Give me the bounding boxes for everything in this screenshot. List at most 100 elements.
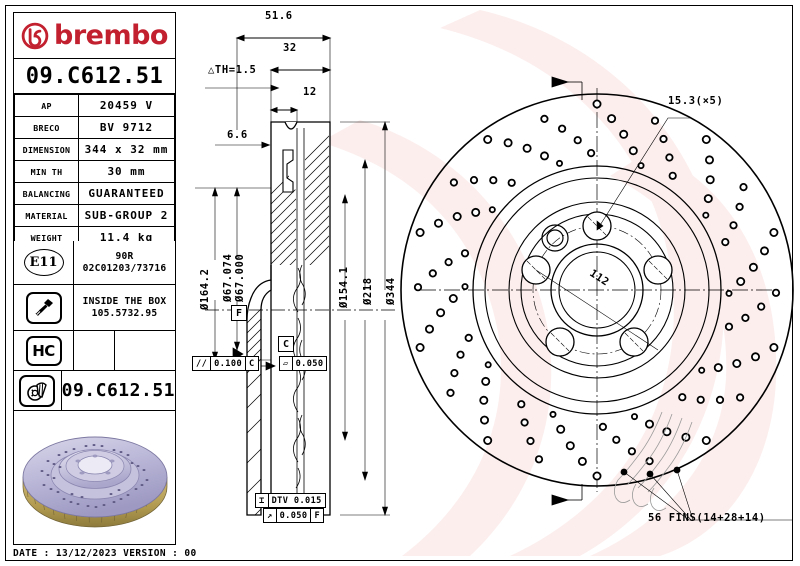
cooling-hole xyxy=(771,288,781,297)
cooling-hole xyxy=(736,276,746,286)
cooling-hole xyxy=(705,175,715,185)
cooling-hole xyxy=(415,342,425,352)
cooling-hole xyxy=(503,138,513,148)
cooling-hole xyxy=(741,313,750,322)
cooling-hole xyxy=(713,363,723,373)
homologation-value: 90R 02C01203/73716 xyxy=(74,241,175,284)
dim-d154-1: Ø154.1 xyxy=(338,266,350,308)
dim-hat-offset: 6.6 xyxy=(227,129,248,141)
cooling-hole xyxy=(446,388,455,397)
spec-value: 20459 V xyxy=(78,94,175,117)
cooling-hole xyxy=(558,124,567,133)
accessory-row: INSIDE THE BOX 105.5732.95 xyxy=(14,285,175,331)
cooling-hole xyxy=(598,422,607,431)
cooling-hole xyxy=(428,269,437,278)
cooling-hole xyxy=(612,435,621,444)
cooling-hole xyxy=(757,302,766,311)
cooling-hole xyxy=(739,183,748,192)
cooling-hole xyxy=(587,149,596,158)
hc-row: HC xyxy=(14,331,175,371)
dim-thickness-variation: △TH=1.5 xyxy=(208,64,257,76)
disc-reference-code: 09.C612.51 xyxy=(61,379,175,401)
cooling-hole xyxy=(592,99,602,109)
cooling-hole xyxy=(607,114,617,124)
spec-value: 30 mm xyxy=(78,160,175,183)
cooling-hole xyxy=(644,419,654,429)
cooling-hole xyxy=(424,324,434,334)
hc-blank-cell-1 xyxy=(74,331,115,370)
brake-disc-icon-cell xyxy=(14,371,62,410)
spec-key: MIN TH xyxy=(14,160,79,183)
cooling-hole xyxy=(534,455,544,464)
cooling-hole xyxy=(703,194,713,204)
cooling-hole xyxy=(507,178,516,187)
disc-reference-row: 09.C612.51 xyxy=(14,371,175,411)
hc-blank-cell-2 xyxy=(115,331,175,370)
cooling-hole xyxy=(573,136,582,145)
front-face-view xyxy=(400,76,794,521)
cooling-hole xyxy=(659,134,668,144)
runout-value: 0.050 xyxy=(275,509,311,522)
screw-icon xyxy=(25,291,62,324)
runout-datum: F xyxy=(310,509,323,522)
brembo-logo: brembo xyxy=(14,13,175,59)
parallelism-tolerance: // 0.100 C xyxy=(192,356,259,371)
part-number-header: 09.C612.51 xyxy=(14,59,175,94)
cooling-hole xyxy=(628,146,638,156)
parallelism-symbol: // xyxy=(196,358,208,369)
cooling-hole xyxy=(456,350,465,359)
cross-section-view xyxy=(195,34,397,516)
brembo-emblem-icon xyxy=(21,22,49,49)
cooling-hole xyxy=(522,143,532,153)
cooling-hole xyxy=(461,283,469,291)
cooling-hole xyxy=(665,153,674,162)
cooling-hole xyxy=(413,283,423,292)
datum-c: C xyxy=(278,336,294,352)
dtv-symbol: ⌶ xyxy=(259,495,265,506)
cooling-hole xyxy=(725,289,733,297)
cooling-hole xyxy=(630,413,638,421)
cooling-hole xyxy=(565,441,575,451)
cooling-hole xyxy=(479,395,489,405)
flatness-tolerance: ▱ 0.050 xyxy=(279,356,328,371)
cooling-hole xyxy=(698,366,706,374)
cooling-hole xyxy=(619,129,629,139)
cooling-hole xyxy=(464,333,473,342)
cooling-hole xyxy=(592,471,602,481)
cooling-hole xyxy=(577,456,587,466)
cooling-hole xyxy=(668,171,677,180)
hc-badge-icon-cell: HC xyxy=(14,331,74,370)
cooling-hole xyxy=(448,293,458,303)
cooling-hole xyxy=(449,178,459,187)
spec-value: SUB-GROUP 2 xyxy=(78,204,175,227)
cooling-hole xyxy=(489,176,498,185)
cooling-hole xyxy=(556,424,566,434)
cooling-hole xyxy=(735,202,744,211)
cooling-hole xyxy=(483,135,493,145)
accessory-value: INSIDE THE BOX 105.5732.95 xyxy=(74,285,175,330)
spec-key: AP xyxy=(14,94,79,117)
cooling-hole xyxy=(650,116,660,125)
cooling-hole xyxy=(721,238,730,247)
flatness-value: 0.050 xyxy=(291,357,327,370)
dtv-label: DTV 0.015 xyxy=(267,494,325,507)
spec-value: GUARANTEED xyxy=(78,182,175,205)
spec-value: BV 9712 xyxy=(78,116,175,139)
dim-d218: Ø218 xyxy=(362,277,374,305)
cooling-hole xyxy=(460,249,470,258)
spec-key: DIMENSION xyxy=(14,138,79,161)
cooling-hole xyxy=(627,447,636,456)
cooling-hole xyxy=(696,395,705,404)
cooling-hole xyxy=(484,361,492,369)
cooling-hole xyxy=(701,435,711,445)
cooling-hole xyxy=(480,415,490,425)
cooling-hole xyxy=(759,246,769,256)
cooling-hole xyxy=(436,308,446,318)
dim-disc-thickness: 32 xyxy=(283,42,297,54)
cooling-hole xyxy=(481,376,491,386)
annotation-fins: 56 FINS(14+28+14) xyxy=(648,512,766,524)
homologation-line1: 90R xyxy=(115,250,134,262)
